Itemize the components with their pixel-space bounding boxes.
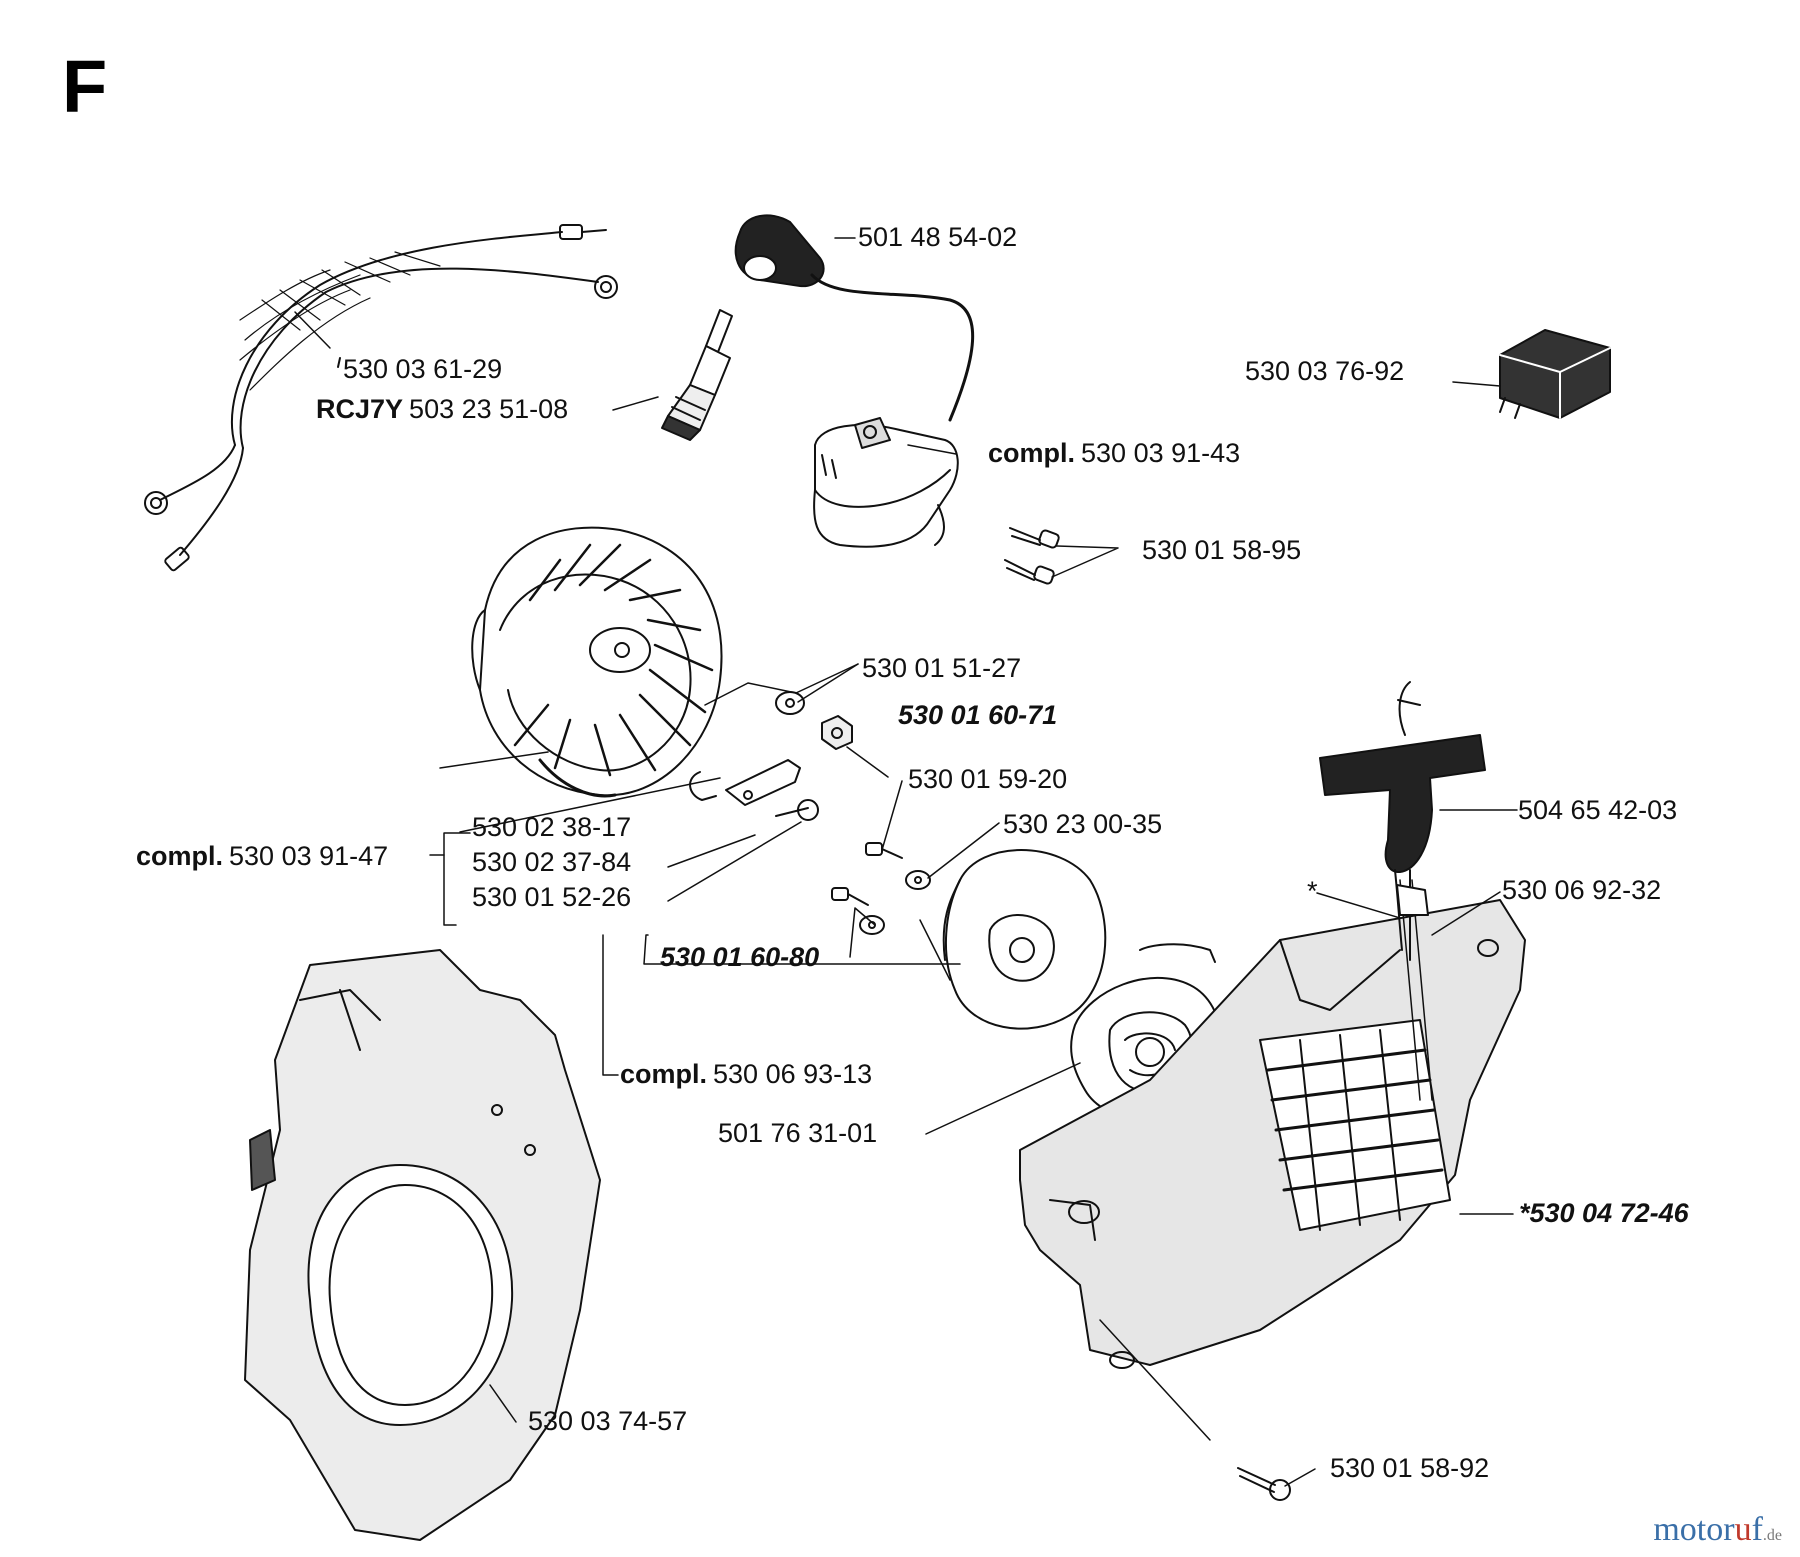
part-label-coil-screw: 530 01 58-95: [1142, 535, 1302, 565]
watermark-suffix: .de: [1762, 1527, 1782, 1544]
part-label-stop-switch: 530 03 76-92: [1245, 356, 1405, 386]
part-label-pawl-washer: 530 23 00-35: [1003, 809, 1163, 839]
coil-screws: [1004, 527, 1060, 585]
part-label-pawl-pin: 530 01 52-26: [472, 882, 632, 912]
flywheel: [471, 526, 723, 798]
part-label-ignition-coil: compl.530 03 91-43: [988, 438, 1241, 468]
part-label-pawl: 530 02 37-84: [472, 847, 632, 877]
part-label-wire-harness: 530 03 61-29: [343, 354, 503, 384]
leader-lines: [294, 237, 1518, 1487]
flywheel-hardware: [689, 691, 853, 821]
part-label-starter-handle: 504 65 42-03: [1518, 795, 1678, 825]
part-label-spring-clip: 530 02 38-17: [472, 812, 632, 842]
part-label-pawl-screw: 530 01 59-20: [908, 764, 1068, 794]
part-label-starter-housing: *530 04 72-46: [1519, 1198, 1689, 1228]
spark-plug-type: RCJ7Y: [316, 394, 404, 424]
part-label-nut: 530 01 60-71: [898, 700, 1058, 730]
starter-handle: [1319, 681, 1486, 1101]
part-label-ignition-cap: 501 48 54-02: [858, 222, 1018, 252]
part-label-housing-screw: 530 01 58-92: [1330, 1453, 1490, 1483]
part-label-flywheel: compl.530 03 91-47: [136, 841, 389, 871]
pawl-hardware: [831, 842, 931, 935]
part-label-recoil-spring: 501 76 31-01: [718, 1118, 878, 1148]
watermark-text-a: motor: [1653, 1511, 1735, 1548]
watermark-text-b: u: [1734, 1511, 1752, 1548]
spark-plug: [661, 309, 733, 441]
starter-pulley: [942, 849, 1107, 1030]
part-label-star-note: *: [1307, 876, 1318, 906]
part-label-washer: 530 01 51-27: [862, 653, 1022, 683]
housing-screw: [1237, 1467, 1291, 1501]
watermark-text-c: f: [1751, 1511, 1763, 1548]
ignition-coil: [813, 417, 959, 548]
part-label-starter-rope: 530 06 92-32: [1502, 875, 1662, 905]
part-label-fan-cover: 530 03 74-57: [528, 1406, 688, 1436]
stop-switch: [1499, 329, 1611, 419]
part-label-pulley-screw: 530 01 60-80: [660, 942, 820, 972]
ignition-cap: [734, 214, 975, 422]
section-letter: F: [62, 45, 108, 128]
starter-housing: [1019, 899, 1526, 1369]
part-label-pulley: compl.530 06 93-13: [620, 1059, 873, 1089]
watermark-logo: motoruf.de: [1653, 1513, 1782, 1547]
fan-cover: [244, 949, 601, 1541]
wire-harness: [144, 224, 618, 572]
